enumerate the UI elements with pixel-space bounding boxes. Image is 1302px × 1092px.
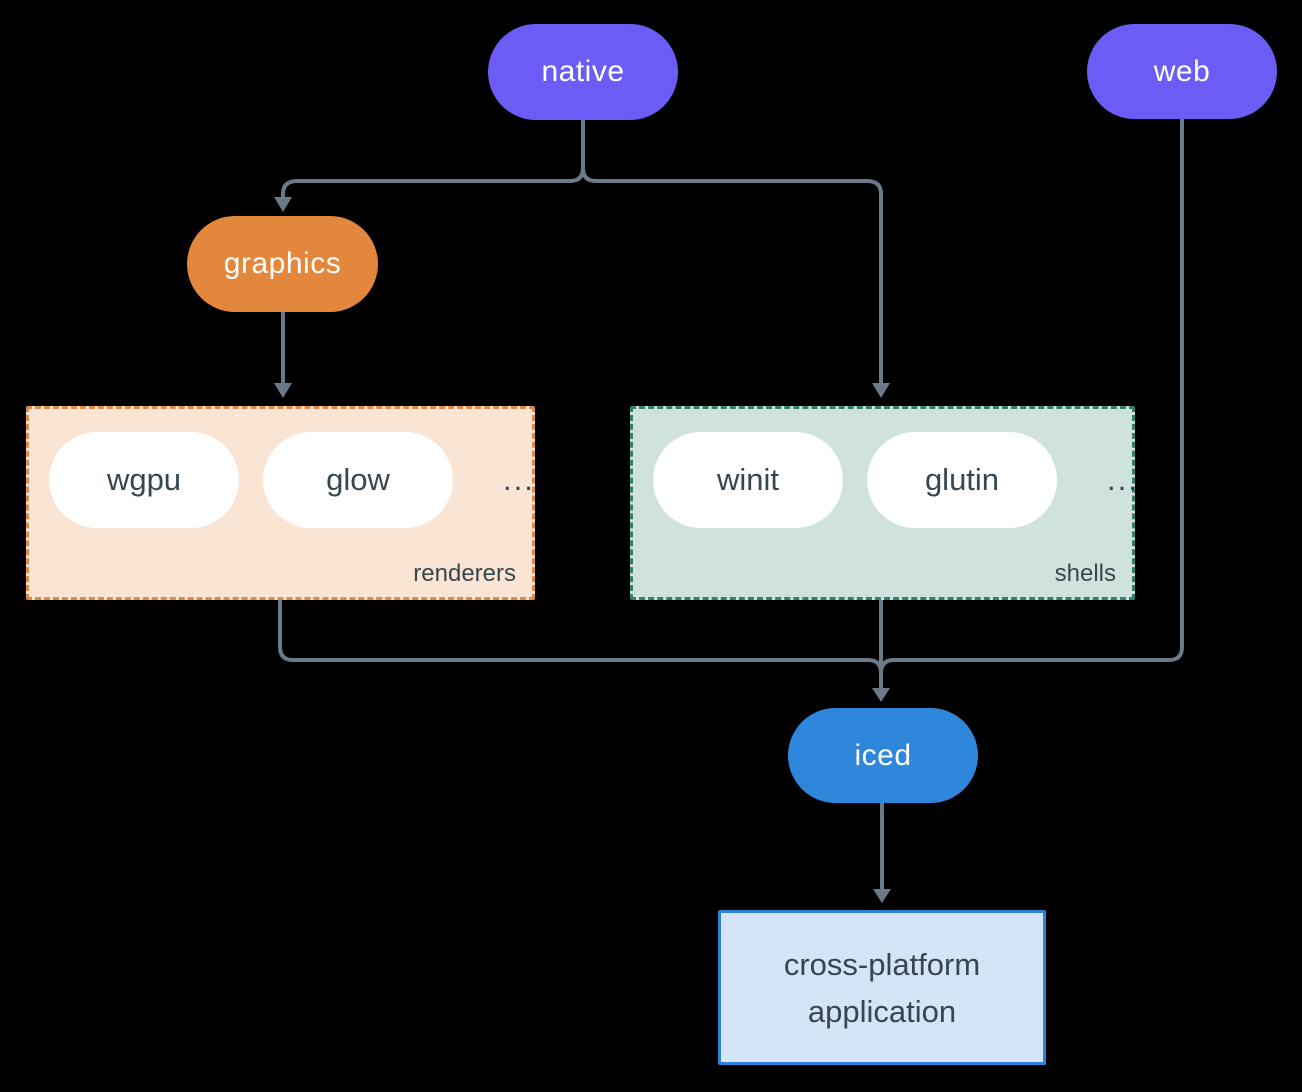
node-graphics-label: graphics xyxy=(223,247,342,280)
node-iced: iced xyxy=(788,708,978,803)
node-winit: winit xyxy=(653,432,843,528)
renderers-ellipsis: ... xyxy=(503,462,535,497)
group-renderers: wgpu glow ... renderers xyxy=(26,406,535,600)
shells-ellipsis: ... xyxy=(1107,462,1139,497)
node-wgpu-label: wgpu xyxy=(106,462,182,497)
edge-native-to-shells xyxy=(581,167,883,383)
node-glow-label: glow xyxy=(326,462,390,497)
group-shells: winit glutin ... shells xyxy=(630,406,1137,600)
edge-native-to-graphics xyxy=(281,120,585,197)
group-renderers-label: renderers xyxy=(413,560,516,587)
group-renderers-row: wgpu glow ... xyxy=(49,432,535,528)
node-iced-label: iced xyxy=(854,738,912,772)
application-label-line2: application xyxy=(807,993,957,1029)
edge-renderers-to-iced xyxy=(278,600,883,674)
node-web-label: web xyxy=(1153,54,1211,88)
group-shells-label: shells xyxy=(1054,560,1116,587)
node-cross-platform-application: cross-platform application xyxy=(718,910,1046,1065)
arrowhead-application xyxy=(873,889,891,903)
node-graphics: graphics xyxy=(187,216,378,312)
node-web: web xyxy=(1087,24,1277,119)
node-native: native xyxy=(488,24,678,120)
node-wgpu: wgpu xyxy=(49,432,239,528)
arrowhead-iced xyxy=(872,688,890,702)
node-winit-label: winit xyxy=(716,462,779,497)
arrowhead-graphics xyxy=(274,197,292,212)
node-native-label: native xyxy=(541,55,625,88)
node-glow: glow xyxy=(263,432,453,528)
arrowhead-renderers xyxy=(274,383,292,398)
application-label-line1: cross-platform xyxy=(783,946,981,982)
arrowhead-shells xyxy=(872,383,890,398)
node-glutin-label: glutin xyxy=(924,462,1000,497)
group-shells-row: winit glutin ... xyxy=(653,432,1139,528)
node-glutin: glutin xyxy=(867,432,1057,528)
